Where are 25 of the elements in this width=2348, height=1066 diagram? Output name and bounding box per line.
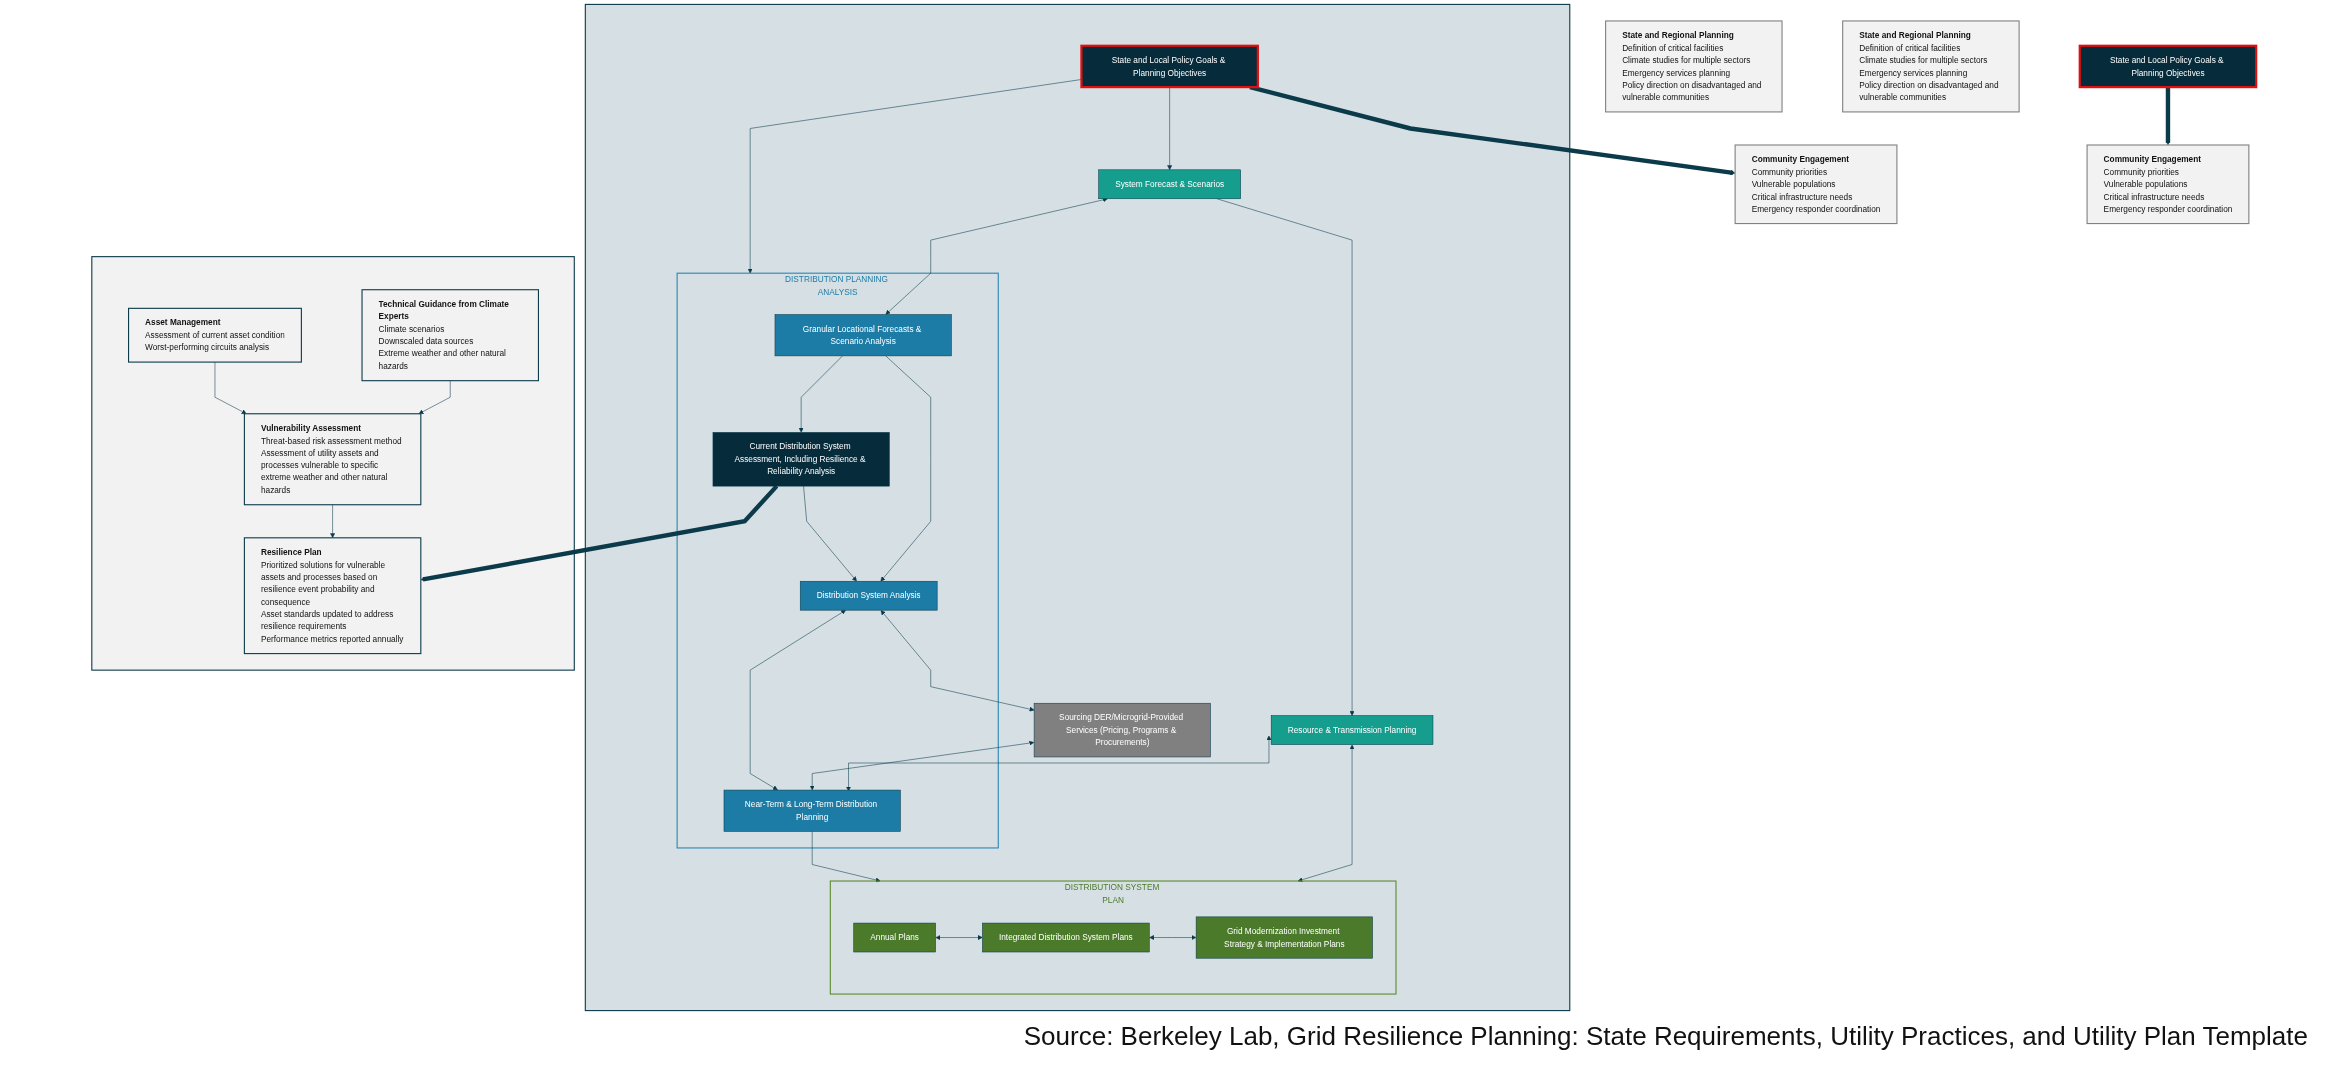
node-box: Annual Plans	[853, 922, 936, 953]
node-box: Resource & Transmission Planning	[1270, 715, 1434, 745]
node-box: Sourcing DER/Microgrid-Provided Services (Pricing, Programs & Procurements)	[1033, 702, 1211, 758]
node-box: Grid Modernization Investment Strategy & Implementation Plans	[1195, 916, 1373, 959]
node-box: Technical Guidance from Climate Experts Climate scenarios Downscaled data sources Extreme weather and other natural hazards	[361, 289, 539, 382]
node-box: State and Local Policy Goals & Planning Objectives	[1080, 44, 1259, 89]
node-box: System Forecast & Scenarios	[1098, 169, 1241, 200]
cluster	[584, 3, 1571, 1012]
node-box: Distribution System Analysis	[799, 580, 938, 611]
caption: Source: Berkeley Lab, Grid Resilience Planning: State Requirements, Utility Practices, and Utility Plan Template	[1023, 1021, 2308, 1051]
node-box: State and Local Policy Goals & Planning Objectives	[2078, 44, 2258, 89]
arrow	[2165, 87, 2171, 146]
arrow	[1249, 84, 1736, 176]
node-box: Near-Term & Long-Term Distribution Planning	[723, 789, 901, 832]
node-box: State and Regional Planning Definition of critical facilities Climate studies for multiple sectors Emergency services planning Policy direction on disadvantaged and vulnerable communities	[1842, 20, 2020, 113]
node-box: Granular Locational Forecasts & Scenario Analysis	[774, 314, 952, 357]
node-box: Current Distribution System Assessment, Including Resilience & Reliability Analysis	[712, 432, 890, 487]
node-box: State and Regional Planning Definition of critical facilities Climate studies for multiple sectors Emergency services planning Policy direction on disadvantaged and vulnerable communities	[1605, 20, 1783, 113]
node-box: Asset Management Assessment of current asset condition Worst-performing circuits analysis	[128, 307, 302, 363]
node-box: Community Engagement Community priorities Vulnerable populations Critical infrastructure needs Emergency responder coordination	[1734, 144, 1898, 225]
cluster	[91, 256, 575, 671]
node-box: Resilience Plan Prioritized solutions for vulnerable assets and processes based on resilience event probability and consequence Asset standards updated to address resilience requirements Performance metrics reported annually	[243, 537, 422, 655]
node-box: Integrated Distribution System Plans	[982, 922, 1150, 953]
node-box: Community Engagement Community priorities Vulnerable populations Critical infrastructure needs Emergency responder coordination	[2086, 144, 2250, 225]
node-box: Vulnerability Assessment Threat-based risk assessment method Assessment of utility assets and processes vulnerable to specific extreme weather and other natural hazards	[243, 413, 422, 506]
